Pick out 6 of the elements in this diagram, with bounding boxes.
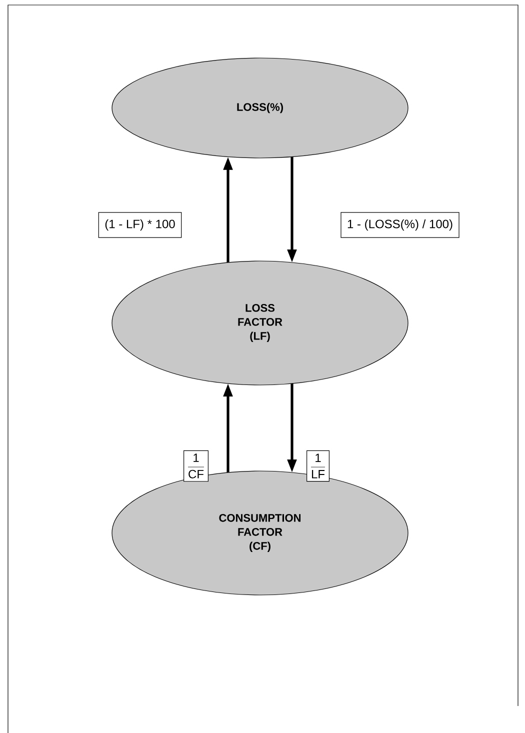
edge-label: 1 - (LOSS(%) / 100) [340, 212, 460, 238]
edge-label: $\frac{\mathrm{1}}{\mathrm{CF}}$ [184, 450, 208, 482]
ellipse-node: LOSS(%) [112, 58, 408, 158]
edge-label: (1 - LF) * 100 [98, 212, 182, 238]
ellipse-node: LOSS FACTOR (LF) [112, 260, 408, 386]
edge-label: $\frac{\mathrm{1}}{\mathrm{LF}}$ [306, 450, 330, 482]
